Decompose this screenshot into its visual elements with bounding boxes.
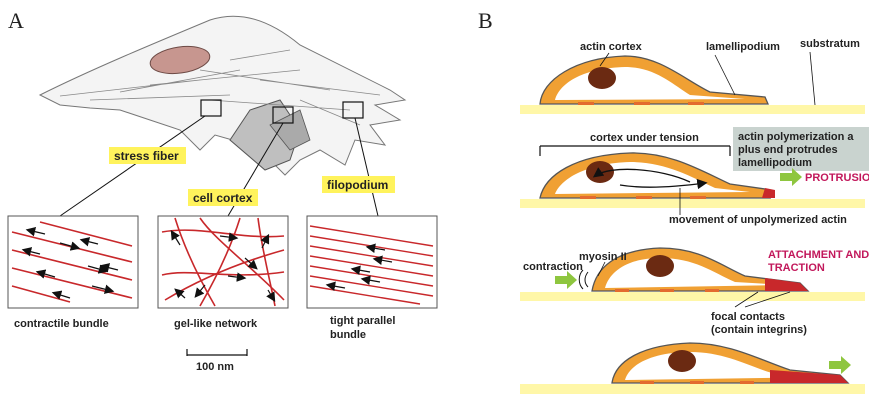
label-cortex-under-tension: cortex under tension (590, 132, 699, 144)
inset-contractile-bundle (8, 216, 138, 308)
caption-contractile-bundle: contractile bundle (14, 318, 109, 330)
panel-b-letter: B (478, 8, 493, 33)
fibroblast-cell-drawing (40, 16, 405, 175)
label-protrusion: PROTRUSION (805, 172, 869, 184)
label-contraction: contraction (523, 261, 583, 273)
polymerization-line3: lamellipodium (738, 157, 812, 169)
polymerization-line1: actin polymerization a (738, 131, 854, 143)
scale-bar (187, 349, 247, 356)
label-attachment-line1: ATTACHMENT AND (768, 249, 869, 261)
label-cell-cortex: cell cortex (193, 191, 253, 205)
label-myosin-ii: myosin II (579, 251, 627, 263)
label-actin-cortex: actin cortex (580, 41, 643, 53)
inset-tight-parallel-bundle (307, 216, 437, 308)
label-attachment-line2: TRACTION (768, 262, 825, 274)
caption-gel-like-network: gel-like network (174, 318, 258, 330)
polymerization-line2: plus end protrudes (738, 144, 838, 156)
caption-tight-parallel-line1: tight parallel (330, 315, 395, 327)
label-lamellipodium: lamellipodium (706, 41, 780, 53)
panel-a-letter: A (8, 8, 24, 33)
label-focal-contacts-line1: focal contacts (711, 311, 785, 323)
scale-bar-label: 100 nm (196, 361, 234, 373)
label-focal-contacts-line2: (contain integrins) (711, 324, 807, 336)
cell-1-resting (520, 52, 865, 114)
cell-4-advanced (520, 343, 865, 394)
label-substratum: substratum (800, 38, 860, 50)
label-movement-unpolymerized: movement of unpolymerized actin (669, 214, 847, 226)
inset-gel-like-network (158, 216, 288, 308)
label-stress-fiber: stress fiber (114, 149, 179, 163)
label-filopodium: filopodium (327, 178, 388, 192)
caption-tight-parallel-line2: bundle (330, 329, 366, 341)
